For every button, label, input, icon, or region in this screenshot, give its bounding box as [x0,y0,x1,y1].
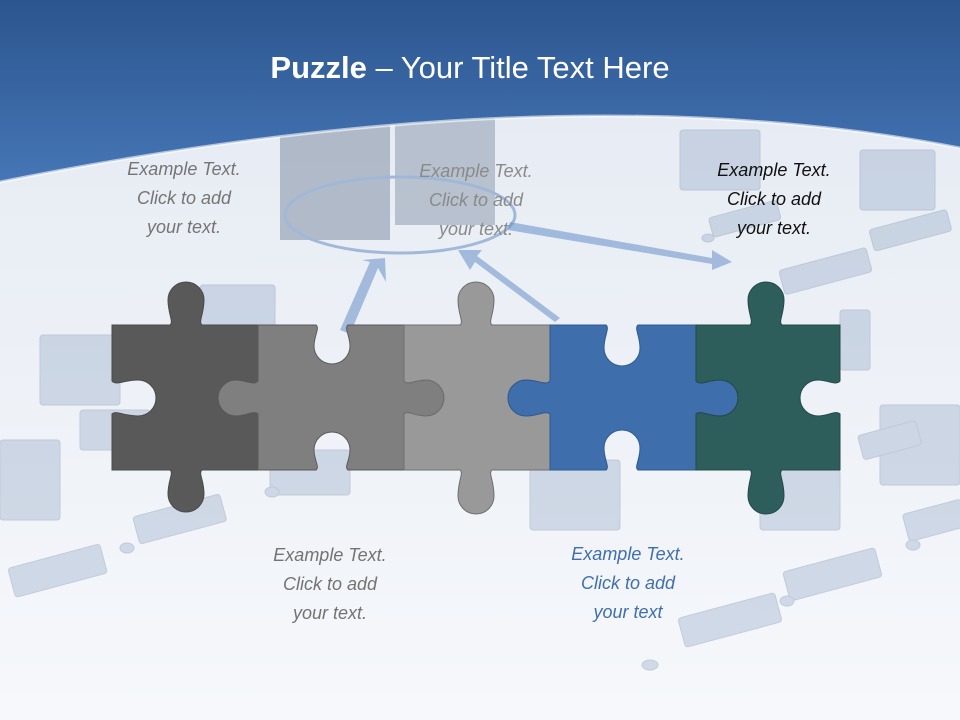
caption-line: Click to add [428,190,524,210]
puzzle-piece-5[interactable] [695,281,841,515]
title-rest: – Your Title Text Here [366,50,670,85]
caption-top-right[interactable]: Example Text. Click to add your text. [674,156,874,243]
caption-line: Click to add [726,189,822,209]
caption-line: Click to add [282,574,378,594]
caption-line: Example Text. [717,160,831,180]
caption-line: your text. [292,603,368,623]
title-bold: Puzzle [270,50,367,85]
caption-line: your text [593,602,663,622]
caption-line: Example Text. [127,159,241,179]
caption-line: your text. [146,217,222,237]
caption-line: Click to add [580,573,676,593]
caption-line: your text. [438,219,514,239]
caption-line: Example Text. [419,161,533,181]
slide-title[interactable]: Puzzle – Your Title Text Here [0,50,940,86]
caption-line: Example Text. [273,545,387,565]
caption-bottom-left[interactable]: Example Text. Click to add your text. [230,541,430,628]
caption-top-left[interactable]: Example Text. Click to add your text. [84,155,284,242]
caption-bottom-right[interactable]: Example Text. Click to add your text [528,540,728,627]
caption-top-center[interactable]: Example Text. Click to add your text. [376,157,576,244]
caption-line: your text. [736,218,812,238]
caption-line: Example Text. [571,544,685,564]
caption-line: Click to add [136,188,232,208]
